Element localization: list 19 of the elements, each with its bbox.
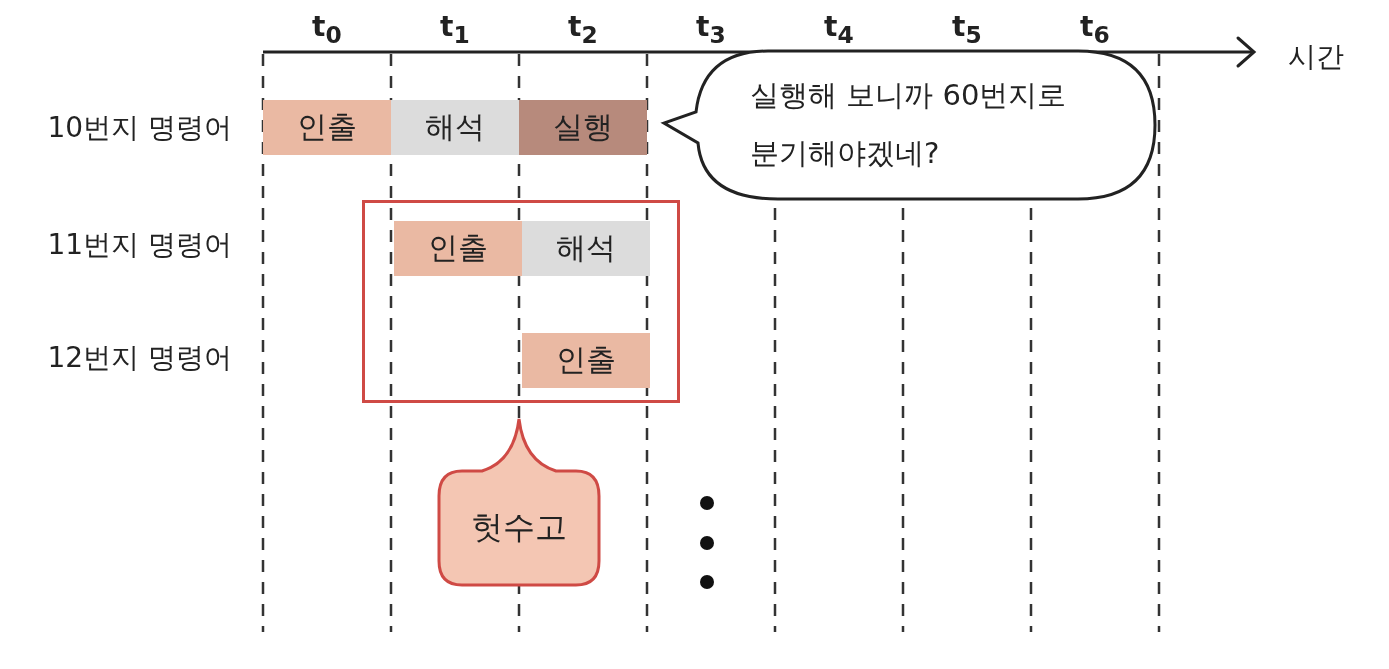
time-label: t$_{4}$ [824, 10, 854, 49]
stage-box: 해석 [522, 221, 650, 276]
time-label: t$_{2}$ [568, 10, 598, 49]
time-label: t$_{6}$ [1080, 10, 1110, 49]
stage-box: 인출 [394, 221, 522, 276]
row-label: 12번지 명령어 [47, 340, 232, 376]
stage-box: 인출 [263, 100, 391, 155]
axis-label: 시간 [1288, 39, 1344, 75]
time-label: t$_{1}$ [440, 10, 470, 49]
row-label: 10번지 명령어 [47, 110, 232, 146]
callout-bubble: 헛수고 [436, 416, 602, 588]
time-label: t$_{0}$ [312, 10, 342, 49]
time-label: t$_{3}$ [696, 10, 726, 49]
stage-box: 해석 [391, 100, 519, 155]
time-label: t$_{5}$ [952, 10, 982, 49]
highlight-frame [362, 200, 680, 403]
stage-box: 실행 [519, 100, 647, 155]
stage-box: 인출 [522, 333, 650, 388]
row-label: 11번지 명령어 [47, 227, 232, 263]
